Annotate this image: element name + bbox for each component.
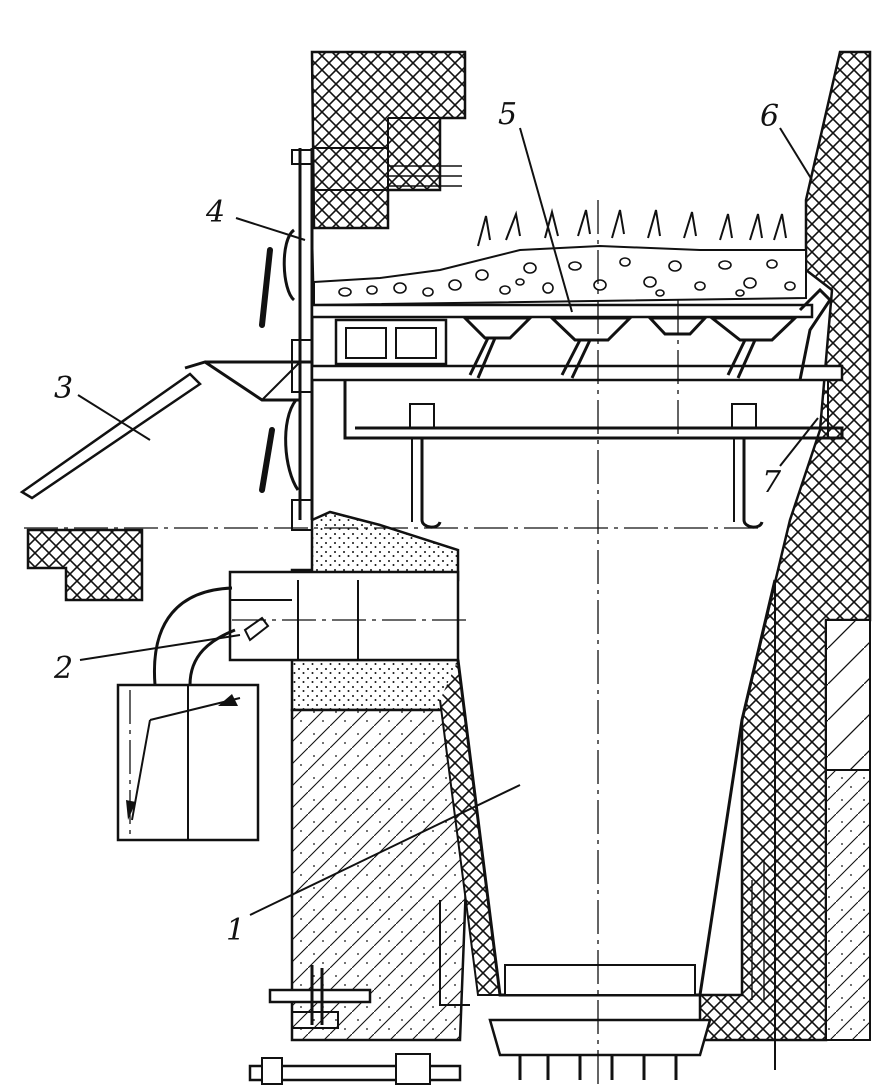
bottom-mechanism <box>248 965 462 1085</box>
combustion-chamber <box>456 579 777 1080</box>
label-5: 5 <box>498 97 517 132</box>
upper-brick-wall <box>310 50 467 230</box>
label-4: 4 <box>205 195 225 230</box>
stoking-lever <box>19 360 312 500</box>
right-refractory-wall <box>698 50 872 1070</box>
label-7: 7 <box>762 465 782 500</box>
left-brick-ledge <box>26 528 144 602</box>
leader-lines <box>77 127 819 916</box>
label-3: 3 <box>54 371 73 406</box>
air-duct <box>116 570 460 842</box>
callout-labels: 1 2 3 4 5 6 7 <box>53 97 782 948</box>
label-6: 6 <box>760 99 779 134</box>
center-lines <box>24 200 760 1088</box>
fuel-bed <box>313 208 807 307</box>
front-wall-frame <box>259 148 315 531</box>
label-2: 2 <box>53 651 73 686</box>
label-1: 1 <box>226 913 245 948</box>
grate-assembly <box>310 287 844 529</box>
